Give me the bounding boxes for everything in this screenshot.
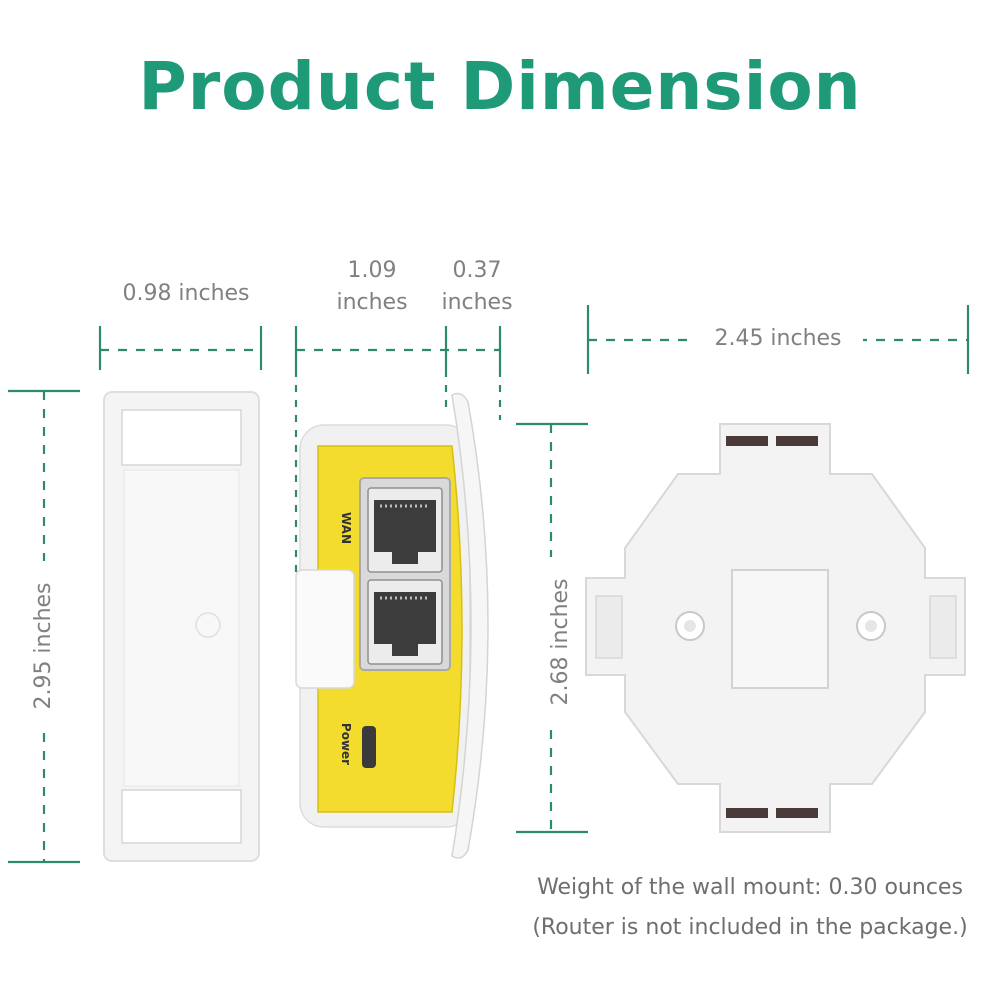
wall-mount — [585, 423, 966, 833]
ethernet-port-bottom — [367, 579, 443, 665]
router-width-label-line1: 1.09 — [347, 258, 397, 283]
power-label: Power — [339, 723, 353, 765]
clip-depth-label-line2: inches — [441, 290, 513, 315]
disclaimer-note: (Router is not included in the package.) — [532, 915, 968, 940]
page-title: Product Dimension — [138, 48, 862, 125]
wan-label: WAN — [339, 512, 353, 544]
cover-height-label: 2.95 inches — [28, 561, 60, 731]
ethernet-port-top — [367, 487, 443, 573]
router-cover — [103, 391, 260, 862]
weight-note: Weight of the wall mount: 0.30 ounces — [537, 875, 963, 900]
mount-width-label: 2.45 inches — [693, 323, 863, 355]
clip-depth-label-line1: 0.37 — [452, 258, 502, 283]
cover-width-label: 0.98 inches — [122, 281, 250, 306]
router-with-clip: WAN Power — [295, 392, 489, 859]
power-port — [362, 726, 376, 768]
router-width-label-line2: inches — [336, 290, 408, 315]
mount-height-label: 2.68 inches — [545, 557, 577, 727]
